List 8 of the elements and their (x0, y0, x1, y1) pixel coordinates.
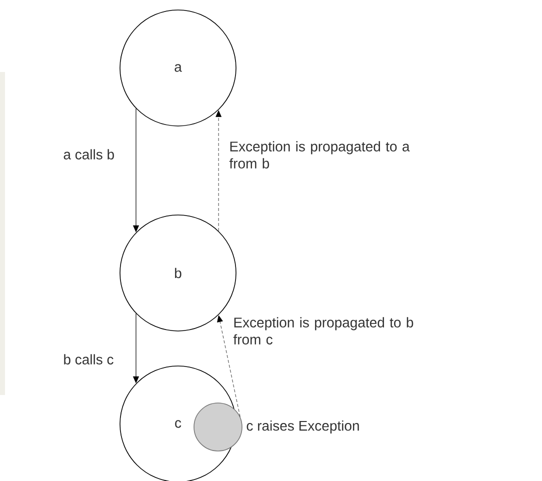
edge-label: b calls c (64, 354, 114, 364)
arrow (217, 315, 240, 417)
circle-node: a (120, 10, 236, 126)
side-label: c raises Exception (246, 420, 359, 434)
marker-circle (194, 402, 242, 452)
arrow (216, 110, 222, 232)
edge-label: Exception is propagated to a from b (229, 141, 410, 168)
edge-label: a calls b (64, 149, 114, 160)
